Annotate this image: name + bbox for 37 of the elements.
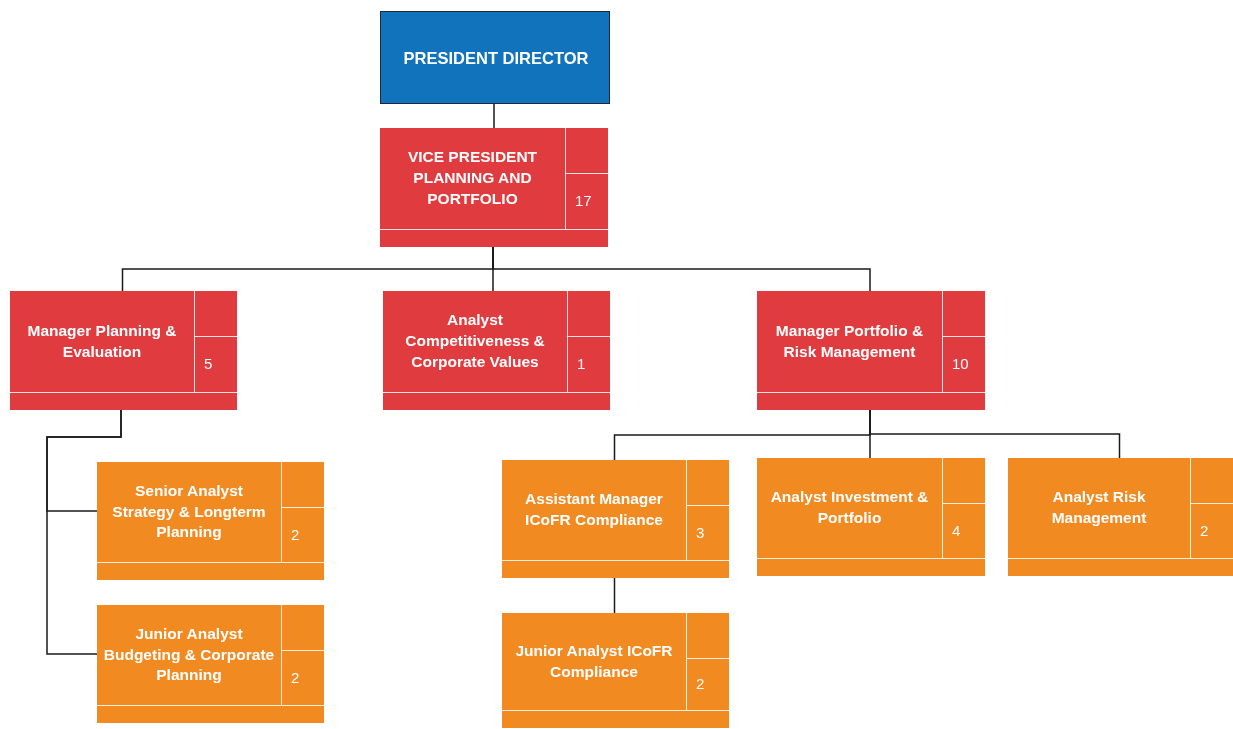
staff-count: 2	[291, 525, 300, 543]
position-title: Junior Analyst ICoFR Compliance	[514, 640, 674, 682]
connector-line	[493, 103, 495, 129]
staff-count: 4	[952, 521, 961, 539]
connector-line	[869, 409, 1121, 459]
connector-line	[613, 577, 616, 614]
position-title: Manager Portfolio & Risk Management	[774, 320, 925, 362]
position-title: Senior Analyst Strategy & Longterm Planning	[111, 480, 267, 543]
position-box	[97, 605, 324, 723]
position-title: Analyst Competitiveness & Corporate Values	[404, 310, 546, 372]
staff-count: 17	[575, 192, 592, 209]
position-title: Assistant Manager ICoFR Compliance	[524, 489, 664, 530]
staff-count: 3	[696, 523, 705, 541]
staff-count: 2	[1200, 521, 1209, 539]
position-box	[502, 460, 729, 578]
position-title: Manager Planning & Evaluation	[26, 320, 178, 362]
staff-count: 1	[577, 355, 586, 372]
position-box	[380, 128, 608, 247]
connector-line	[46, 409, 122, 655]
position-title: PRESIDENT DIRECTOR	[403, 48, 589, 70]
position-box	[502, 613, 729, 728]
position-box	[1008, 458, 1233, 576]
position-box	[757, 291, 985, 410]
position-title: Analyst Investment & Portfolio	[769, 487, 930, 528]
position-title: Junior Analyst Budgeting & Corporate Planning	[103, 623, 275, 686]
position-box	[383, 291, 610, 410]
position-box	[97, 462, 324, 580]
position-box	[10, 291, 237, 410]
position-title: Analyst Risk Management	[1050, 487, 1148, 528]
staff-count: 2	[696, 675, 705, 692]
position-box	[757, 458, 985, 576]
position-title: VICE PRESIDENT PLANNING AND PORTFOLIO	[406, 147, 539, 209]
staff-count: 2	[291, 668, 300, 686]
title-box	[380, 11, 610, 104]
staff-count: 5	[204, 355, 213, 372]
staff-count: 10	[952, 355, 969, 372]
connector-line	[492, 246, 871, 292]
